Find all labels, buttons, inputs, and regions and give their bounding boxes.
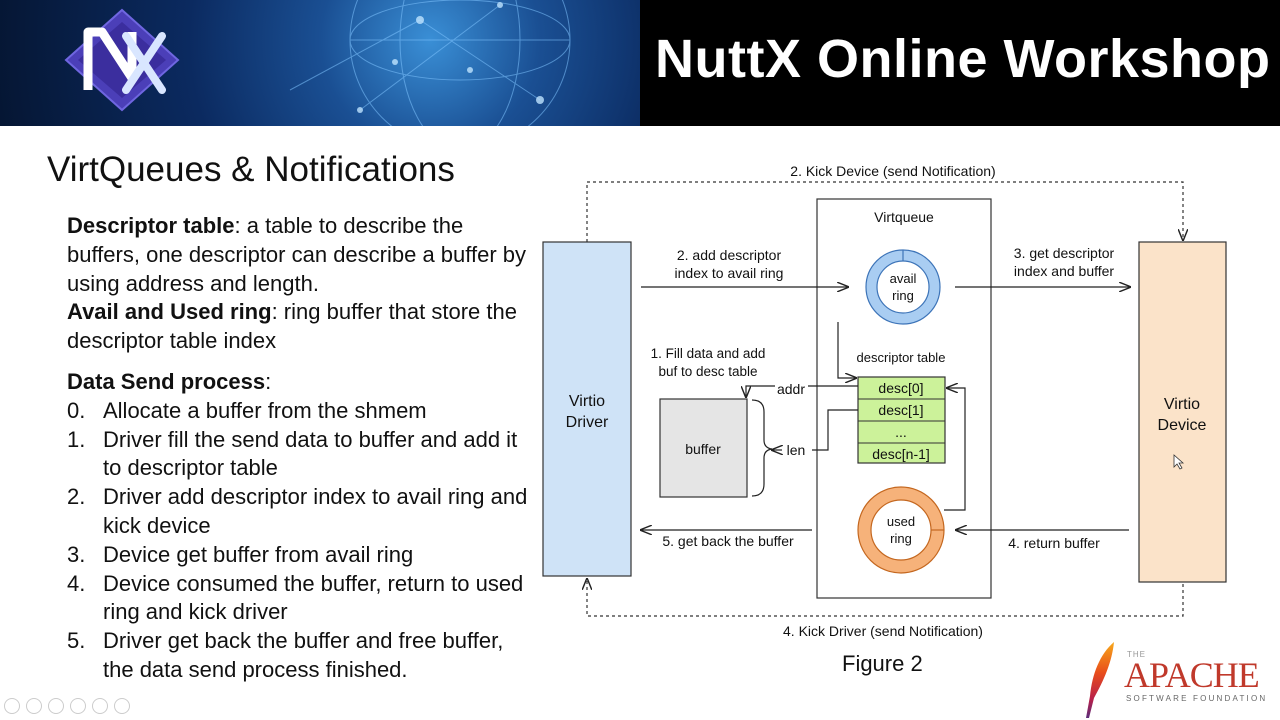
virtio-driver-box <box>542 241 632 577</box>
length-brace <box>751 399 773 497</box>
virtqueue-label: Virtqueue <box>874 209 934 225</box>
figure-caption: Figure 2 <box>842 651 923 676</box>
header-banner-art <box>0 0 640 126</box>
used-label-line1: used <box>887 514 915 529</box>
used-to-desc-arrow <box>944 388 966 511</box>
pen-icon[interactable] <box>48 698 64 714</box>
descriptor-term: Descriptor table <box>67 213 235 238</box>
avail-to-desc-arrow <box>837 322 856 378</box>
body-text: Descriptor table: a table to describe th… <box>67 212 537 685</box>
slide-title: VirtQueues & Notifications <box>47 150 455 189</box>
apache-word: APACHE <box>1124 655 1260 695</box>
kick-device-arrow <box>586 181 1183 242</box>
desc-entry: desc[0] <box>878 380 923 396</box>
avail-label-line2: ring <box>892 288 914 303</box>
descriptor-table <box>857 376 946 464</box>
header-bar: NuttX Online Workshop <box>0 0 1280 126</box>
add-desc-label-line2: index to avail ring <box>675 265 784 281</box>
list-item: 2.Driver add descriptor index to avail r… <box>67 484 528 538</box>
ring-paragraph: Avail and Used ring: ring buffer that st… <box>67 298 537 356</box>
apache-feather-icon <box>1086 642 1114 718</box>
list-item: 4.Device consumed the buffer, return to … <box>67 570 524 625</box>
desc-entry: ... <box>895 424 907 440</box>
avail-ring <box>865 249 941 325</box>
device-label-line2: Device <box>1158 417 1207 434</box>
get-back-label: 5. get back the buffer <box>662 533 794 549</box>
virtqueue-box <box>816 198 992 599</box>
process-heading: Data Send process: <box>67 368 272 394</box>
list-item: 0.Allocate a buffer from the shmem <box>67 397 427 423</box>
used-label-line2: ring <box>890 531 912 546</box>
slide-toolbar <box>4 698 136 719</box>
device-label-line1: Virtio <box>1164 396 1200 413</box>
virtqueue-diagram: 2. Kick Device (send Notification) 4. Ki… <box>542 163 1227 639</box>
list-item: 3.Device get buffer from avail ring <box>67 541 414 567</box>
mouse-cursor-icon <box>1173 454 1185 470</box>
avail-label-line1: avail <box>890 271 917 286</box>
get-desc-label-line1: 3. get descriptor <box>1014 245 1115 261</box>
addr-arrow <box>746 385 775 397</box>
add-desc-label-line1: 2. add descriptor <box>677 247 782 263</box>
kick-driver-arrow <box>587 579 1184 617</box>
list-item: 5.Driver get back the buffer and free bu… <box>67 628 504 682</box>
ring-term: Avail and Used ring <box>67 299 272 325</box>
next-slide-icon[interactable] <box>26 698 42 714</box>
descriptor-text: : a table to describe the buffers, one d… <box>67 213 527 296</box>
virtio-device-box <box>1138 241 1227 583</box>
desc-entry: desc[1] <box>878 402 923 418</box>
ring-text: : ring buffer that store the descriptor … <box>67 299 517 354</box>
return-buffer-label: 4. return buffer <box>1008 535 1100 551</box>
buffer-label: buffer <box>685 441 721 457</box>
globe-network-icon <box>289 0 571 126</box>
apache-subtitle: SOFTWARE FOUNDATION <box>1126 694 1268 703</box>
buffer-box <box>659 398 748 498</box>
list-item: 1.Driver fill the send data to buffer an… <box>67 426 518 481</box>
driver-label-line2: Driver <box>566 414 609 431</box>
fill-label-line2: buf to desc table <box>658 364 757 379</box>
used-ring <box>857 486 945 574</box>
addr-label: addr <box>777 381 805 397</box>
slides-icon[interactable] <box>70 698 86 714</box>
prev-slide-icon[interactable] <box>4 698 20 714</box>
header-title: NuttX Online Workshop <box>655 29 1271 89</box>
process-term: Data Send process <box>67 368 266 394</box>
fill-label-line1: 1. Fill data and add <box>651 346 766 361</box>
descriptor-paragraph: Descriptor table: a table to describe th… <box>67 212 537 298</box>
steps-list: 0.Allocate a buffer from the shmem 1.Dri… <box>67 397 537 685</box>
zoom-icon[interactable] <box>92 698 108 714</box>
apache-the: THE <box>1127 650 1146 659</box>
len-label: len <box>787 442 806 458</box>
desc-entry: desc[n-1] <box>872 446 930 462</box>
nuttx-logo-icon <box>64 8 180 112</box>
len-line <box>812 409 858 451</box>
get-desc-label-line2: index and buffer <box>1014 263 1114 279</box>
apache-logo: THE APACHE SOFTWARE FOUNDATION <box>1080 640 1275 720</box>
more-icon[interactable] <box>114 698 130 714</box>
kick-driver-label: 4. Kick Driver (send Notification) <box>783 623 983 639</box>
kick-device-label: 2. Kick Device (send Notification) <box>790 163 995 179</box>
driver-label-line1: Virtio <box>569 393 605 410</box>
desc-table-label: descriptor table <box>857 350 946 365</box>
